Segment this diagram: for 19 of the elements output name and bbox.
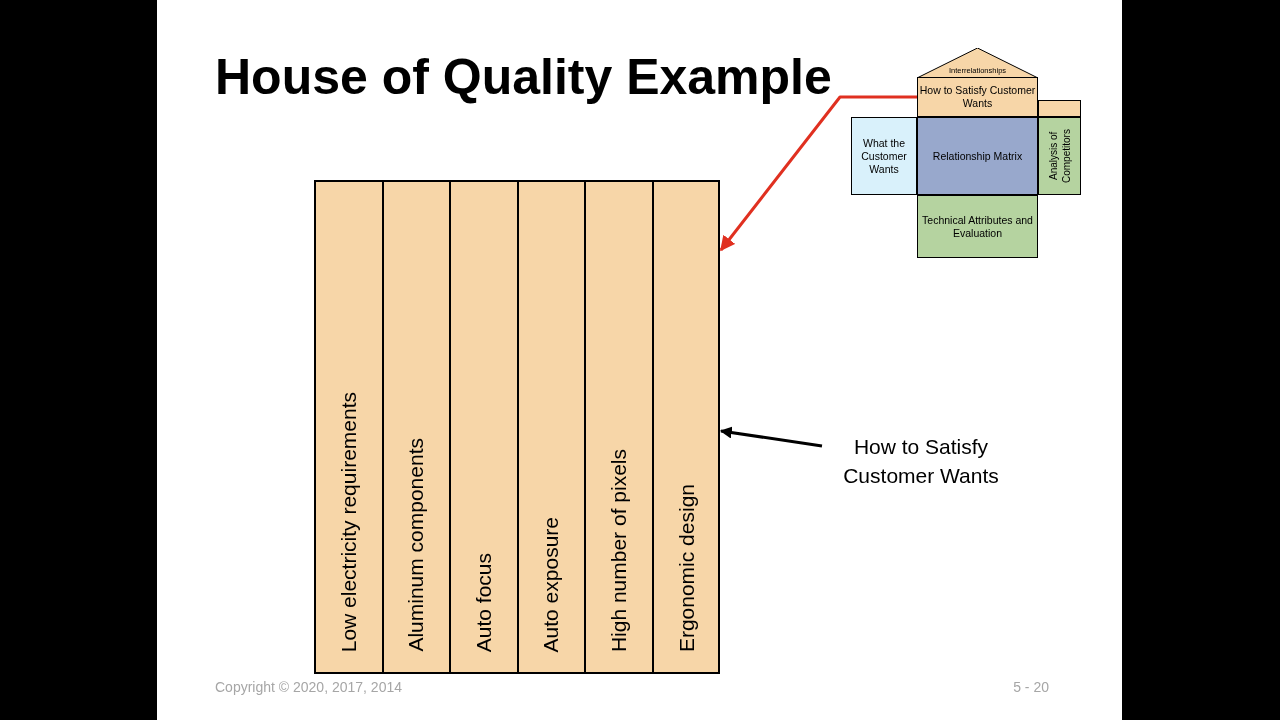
matrix-frame xyxy=(314,180,720,674)
house-section: Relationship Matrix xyxy=(917,117,1038,195)
column-label: Auto focus xyxy=(471,552,496,652)
callout-text: How to Satisfy Customer Wants xyxy=(826,430,1016,492)
slide-title: House of Quality Example xyxy=(215,48,832,106)
house-section: Technical Attributes and Evaluation xyxy=(917,195,1038,258)
arrow xyxy=(719,95,917,252)
house-section: Analysis of Competitors xyxy=(1038,117,1081,195)
house-section: How to Satisfy Customer Wants xyxy=(917,77,1038,117)
arrow xyxy=(719,426,823,448)
column-label: Aluminum components xyxy=(404,438,429,652)
column-label: High number of pixels xyxy=(606,448,631,652)
house-section xyxy=(1038,100,1081,117)
column-label: Low electricity requirements xyxy=(336,391,361,652)
column-label: Auto exposure xyxy=(539,516,564,652)
page-number: 5 - 20 xyxy=(1013,679,1049,695)
copyright-notice: Copyright © 2020, 2017, 2014 xyxy=(215,679,402,695)
house-section: What the Customer Wants xyxy=(851,117,917,195)
column-label: Ergonomic design xyxy=(675,483,700,652)
